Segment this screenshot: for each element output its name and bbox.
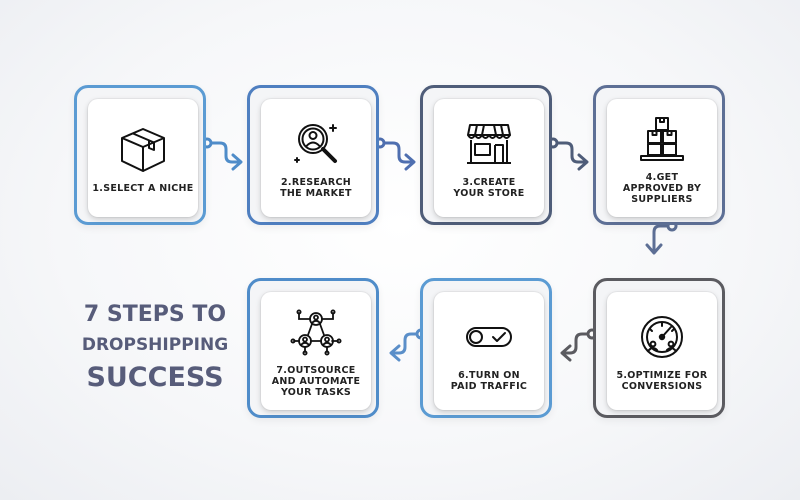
title-line-1: 7 STEPS TO [83,302,227,327]
network-people-icon [290,309,342,356]
step-2-research-market: 2.RESEARCH THE MARKET [247,85,379,225]
step-1-select-niche: 1.SELECT A NICHE [74,85,206,225]
connector-5-6 [560,328,598,362]
step-1-label: 1.SELECT A NICHE [92,182,194,194]
step-6-tile: 6.TURN ON PAID TRAFFIC [434,292,544,410]
step-4-get-approved: 4.GET APPROVED BY SUPPLIERS [593,85,725,225]
box-icon [121,127,165,172]
step-4-tile: 4.GET APPROVED BY SUPPLIERS [607,99,717,217]
step-3-label: 3.CREATE YOUR STORE [453,177,525,199]
connector-2-3 [374,137,416,171]
title-line-2: DROPSHIPPING [81,335,229,355]
connector-1-2 [201,137,243,171]
step-3-tile: 3.CREATE YOUR STORE [434,99,544,217]
connector-3-4 [547,137,589,171]
gauge-people-icon [641,316,683,358]
step-6-paid-traffic: 6.TURN ON PAID TRAFFIC [420,278,552,418]
step-7-label: 7.OUTSOURCE AND AUTOMATE YOUR TASKS [271,364,361,398]
title-line-3: SUCCESS [86,362,224,393]
magnifier-user-icon [294,124,337,163]
step-5-optimize-conversions: 5.OPTIMIZE FOR CONVERSIONS [593,278,725,418]
step-1-tile: 1.SELECT A NICHE [88,99,198,217]
step-6-label: 6.TURN ON PAID TRAFFIC [450,370,528,392]
step-7-outsource-automate: 7.OUTSOURCE AND AUTOMATE YOUR TASKS [247,278,379,418]
storefront-icon [467,124,511,164]
connector-4-5 [645,220,678,255]
stacked-boxes-icon [640,116,684,161]
step-5-tile: 5.OPTIMIZE FOR CONVERSIONS [607,292,717,410]
step-4-label: 4.GET APPROVED BY SUPPLIERS [622,171,702,205]
step-2-tile: 2.RESEARCH THE MARKET [261,99,371,217]
step-3-create-store: 3.CREATE YOUR STORE [420,85,552,225]
step-5-label: 5.OPTIMIZE FOR CONVERSIONS [616,370,708,392]
step-7-tile: 7.OUTSOURCE AND AUTOMATE YOUR TASKS [261,292,371,410]
step-2-label: 2.RESEARCH THE MARKET [280,177,352,199]
toggle-check-icon [466,327,512,347]
